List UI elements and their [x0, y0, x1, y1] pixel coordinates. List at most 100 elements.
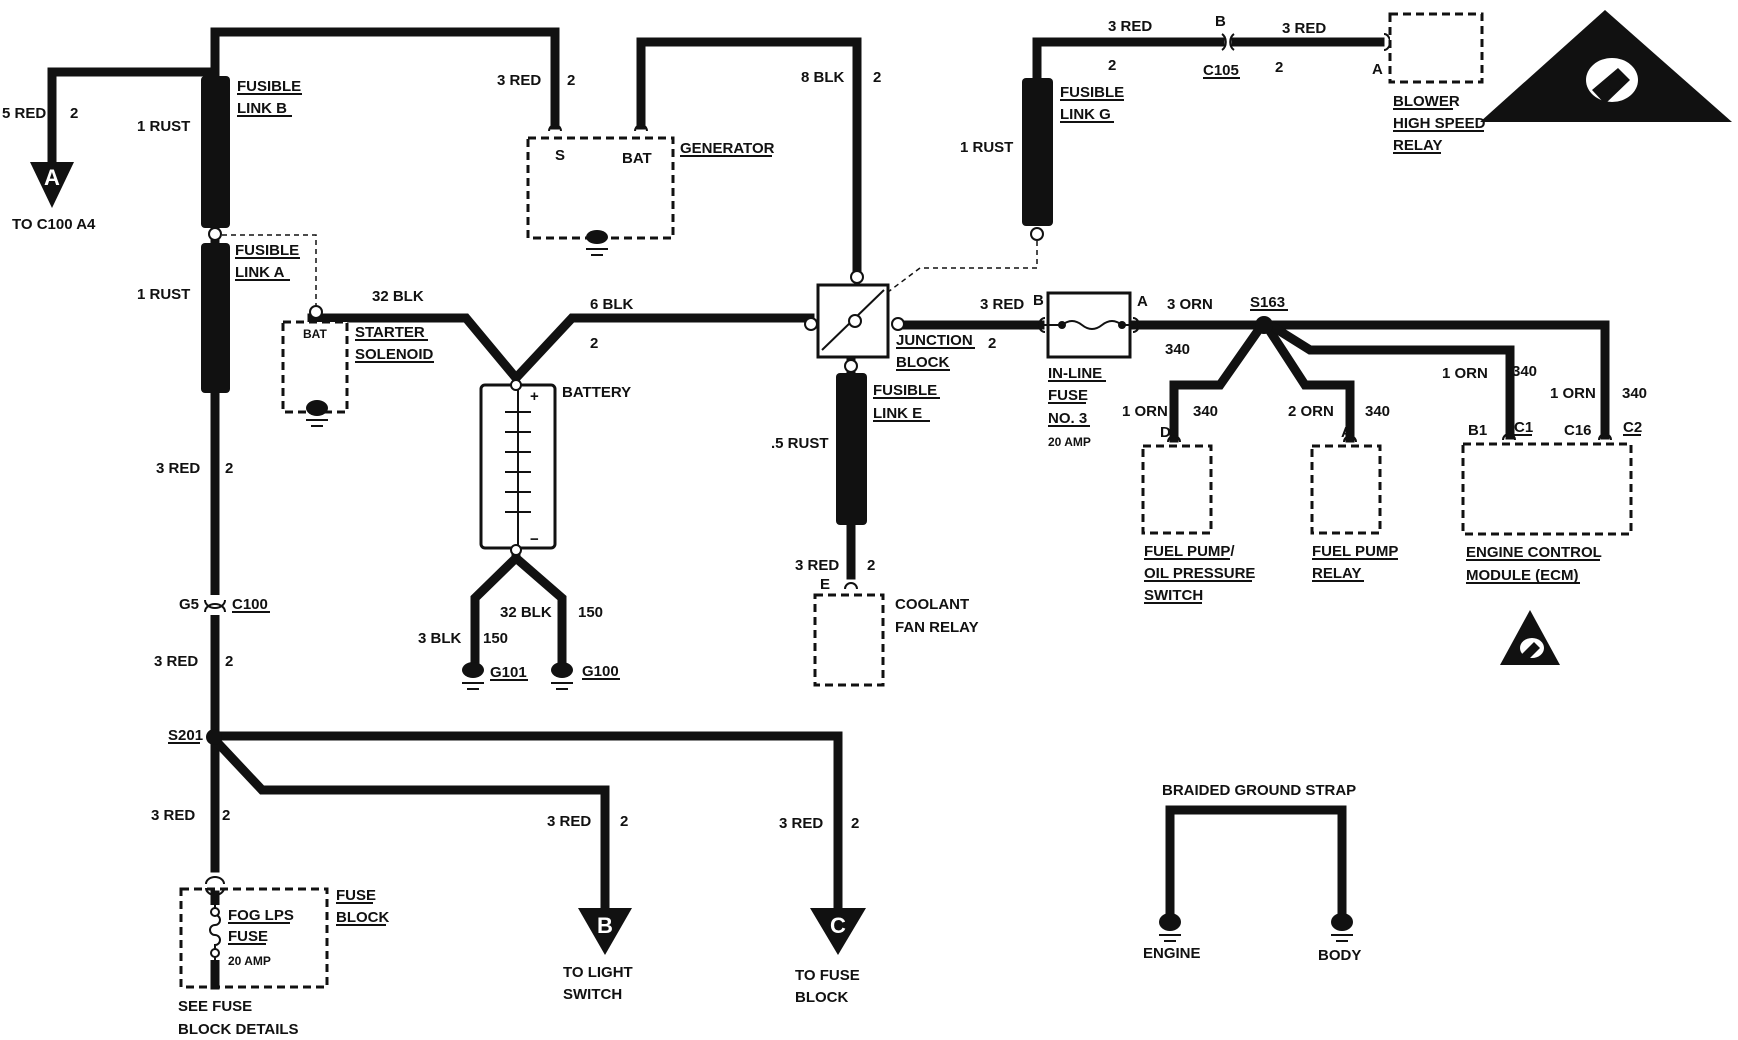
ecm-pin-c2: C2 [1623, 419, 1642, 436]
fusible-link-a-dashed [222, 234, 317, 312]
battery-label: BATTERY [562, 384, 631, 401]
fuse-pin-a: A [1137, 293, 1148, 310]
b-wire-color: 3 RED [547, 813, 591, 830]
fusible-link-g [1022, 78, 1053, 226]
c-wire-num: 2 [851, 815, 859, 832]
wire-to-generator-s [210, 27, 560, 130]
wire-s163-fps [1169, 318, 1269, 443]
terminal [850, 270, 864, 284]
generator-label: GENERATOR [680, 140, 775, 157]
fuse-block: FOG LPS FUSE 20 AMP FUSE BLOCK [179, 887, 389, 989]
red-wire-3: 3 RED [151, 807, 195, 824]
battery: + − BATTERY [479, 379, 631, 556]
c-dest-1: TO FUSE [795, 967, 860, 984]
fusible-link-b [201, 76, 230, 228]
wire-fuse-s163 [1130, 320, 1610, 440]
inline-fuse-label-2: FUSE [1048, 387, 1088, 404]
conn-destination: TO C100 A4 [12, 216, 96, 233]
wire-gen-bat [636, 37, 862, 280]
inline-fuse-label-1: IN-LINE [1048, 365, 1102, 382]
c-wire-color: 3 RED [779, 815, 823, 832]
junction-wire-num: 2 [988, 335, 996, 352]
fusible-link-e [836, 373, 867, 525]
wire-num-label: 2 [70, 105, 78, 122]
terminal [208, 227, 222, 241]
fog-fuse-label-2: FUSE [228, 928, 268, 945]
starter-wire-label: 32 BLK [372, 288, 424, 305]
blower-wire-1: 3 RED [1108, 18, 1152, 35]
fps-wire: 1 ORN [1122, 403, 1168, 420]
esd-warning-icon-small [1500, 610, 1560, 665]
blower-wire-2: 3 RED [1282, 20, 1326, 37]
s201-label: S201 [168, 727, 203, 744]
red-wire-1-num: 2 [225, 460, 233, 477]
junction-label-1: JUNCTION [896, 332, 973, 349]
fl-b-label-1: FUSIBLE [237, 78, 301, 95]
inline-fuse-no3: 3 RED B A IN-LINE FUSE NO. 3 20 AMP [980, 291, 1148, 449]
blower-label-3: RELAY [1393, 137, 1442, 154]
coolant-wire-num: 2 [867, 557, 875, 574]
fl-g-wire-label: 1 RUST [960, 139, 1013, 156]
g101-label: G101 [490, 664, 527, 681]
body-label: BODY [1318, 947, 1361, 964]
connector-c100: G5 C100 [179, 596, 270, 896]
coolant-wire: 3 RED [795, 557, 839, 574]
fl-g-label-2: LINK G [1060, 106, 1111, 123]
connector-b: 3 RED 2 B TO LIGHT SWITCH [547, 813, 633, 1003]
wires [47, 27, 1610, 990]
blower-label-1: BLOWER [1393, 93, 1460, 110]
junction-block: JUNCTION BLOCK 2 [816, 283, 996, 371]
fl-a-label-2: LINK A [235, 264, 285, 281]
fl-e-label-2: LINK E [873, 405, 922, 422]
splice-s163 [1255, 316, 1273, 334]
wire-s163-ecm [1263, 318, 1515, 440]
red-wire-3-num: 2 [222, 807, 230, 824]
starter-label-1: STARTER [355, 324, 425, 341]
battery-wire-num: 2 [590, 335, 598, 352]
inline-fuse-amp: 20 AMP [1048, 435, 1091, 449]
terminal [804, 317, 818, 331]
battery-plus: + [530, 388, 539, 405]
b-conn-letter: B [597, 913, 613, 938]
coolant-pin: E [820, 576, 830, 593]
top-wire-color: 8 BLK [801, 69, 845, 86]
blower-label-2: HIGH SPEED [1393, 115, 1486, 132]
c105-label: C105 [1203, 62, 1239, 79]
fl-a-label-1: FUSIBLE [235, 242, 299, 259]
fuse-pin-b: B [1033, 292, 1044, 309]
fpr-label-2: RELAY [1312, 565, 1361, 582]
gen-wire-color: 3 RED [497, 72, 541, 89]
ground-wire-1-num: 150 [578, 604, 603, 621]
junction-label-2: BLOCK [896, 354, 949, 371]
fps-label-1: FUEL PUMP/ [1144, 543, 1235, 560]
fuse-block-label-1: FUSE [336, 887, 376, 904]
terminal [309, 305, 323, 319]
fusible-link-g-dashed [887, 232, 1038, 293]
fl-b-wire-label: 1 RUST [137, 118, 190, 135]
terminal [844, 359, 858, 373]
fl-e-wire-label: .5 RUST [771, 435, 829, 452]
gen-wire-num: 2 [567, 72, 575, 89]
coolant-label-2: FAN RELAY [895, 619, 979, 636]
ecm-wire-2: 1 ORN [1550, 385, 1596, 402]
starter-bat-pin: BAT [303, 327, 327, 341]
engine-control-module: ENGINE CONTROL MODULE (ECM) [1461, 442, 1633, 584]
terminal [1030, 227, 1044, 241]
terminal [891, 317, 905, 331]
blower-pin: A [1372, 61, 1383, 78]
fog-fuse-label-1: FOG LPS [228, 907, 294, 924]
wire-to-conn-a [47, 67, 220, 170]
battery-wire-color: 6 BLK [590, 296, 634, 313]
wire-starter-battery [307, 313, 815, 385]
ecm-pin-b1: B1 [1468, 422, 1487, 439]
fuel-pump-oil-pressure-switch: FUEL PUMP/ OIL PRESSURE SWITCH [1141, 444, 1255, 604]
ecm-pin-c16: C16 [1564, 422, 1592, 439]
c105-pin: B [1215, 13, 1226, 30]
blower-high-speed-relay: BLOWER HIGH SPEED RELAY [1388, 12, 1486, 154]
fps-wire-num: 340 [1193, 403, 1218, 420]
coolant-fan-relay: COOLANT FAN RELAY [813, 593, 979, 687]
b-dest-1: TO LIGHT [563, 964, 633, 981]
fl-b-label-2: LINK B [237, 100, 287, 117]
wire-blower [1032, 37, 1385, 80]
ecm-wire-2-num: 340 [1622, 385, 1647, 402]
